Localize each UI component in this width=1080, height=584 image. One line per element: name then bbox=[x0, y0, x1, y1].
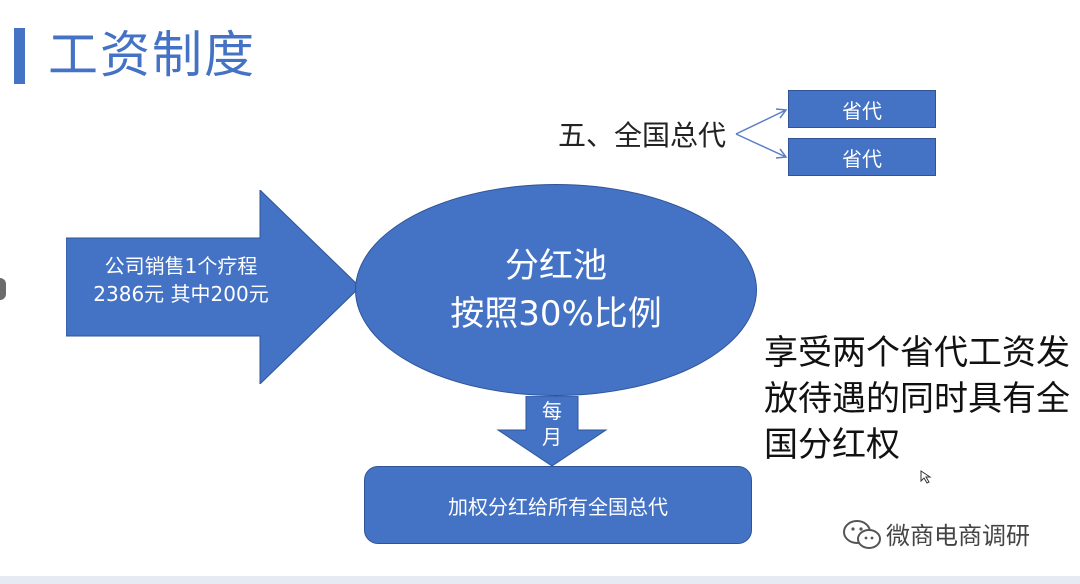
mouse-cursor-icon bbox=[920, 470, 932, 484]
connector-arrowhead-upper bbox=[775, 108, 788, 119]
benefit-note: 享受两个省代工资发放待遇的同时具有全国分红权 bbox=[764, 333, 1070, 465]
sales-input-line-1: 公司销售1个疗程 bbox=[104, 254, 258, 278]
wechat-icon bbox=[843, 520, 881, 549]
side-scroll-handle[interactable] bbox=[0, 278, 6, 300]
sales-input-arrow bbox=[66, 190, 361, 384]
monthly-down-arrow bbox=[496, 396, 608, 466]
pool-ratio: 按照30%比例 bbox=[450, 294, 662, 334]
section-label: 五、全国总代 bbox=[558, 119, 727, 152]
connector-arrowhead-lower bbox=[775, 148, 788, 159]
monthly-label: 每 月 bbox=[542, 399, 562, 449]
watermark-text: 微商电商调研 bbox=[886, 522, 1030, 550]
slide-title: 工资制度 bbox=[48, 26, 256, 84]
bottom-strip bbox=[0, 576, 1080, 584]
sales-input-text: 公司销售1个疗程 2386元 其中200元 bbox=[76, 252, 286, 308]
provincial-agent-box-2: 省代 bbox=[788, 138, 936, 176]
sales-input-line-2: 2386元 其中200元 bbox=[93, 282, 269, 306]
connector-line-upper bbox=[735, 109, 787, 135]
pool-title: 分红池 bbox=[505, 246, 607, 286]
connector-line-lower bbox=[735, 133, 787, 158]
weighted-dividend-box: 加权分红给所有全国总代 bbox=[364, 466, 752, 544]
dividend-pool-ellipse: 分红池 按照30%比例 bbox=[355, 184, 757, 396]
title-accent-bar bbox=[14, 28, 25, 84]
provincial-agent-box-1: 省代 bbox=[788, 90, 936, 128]
